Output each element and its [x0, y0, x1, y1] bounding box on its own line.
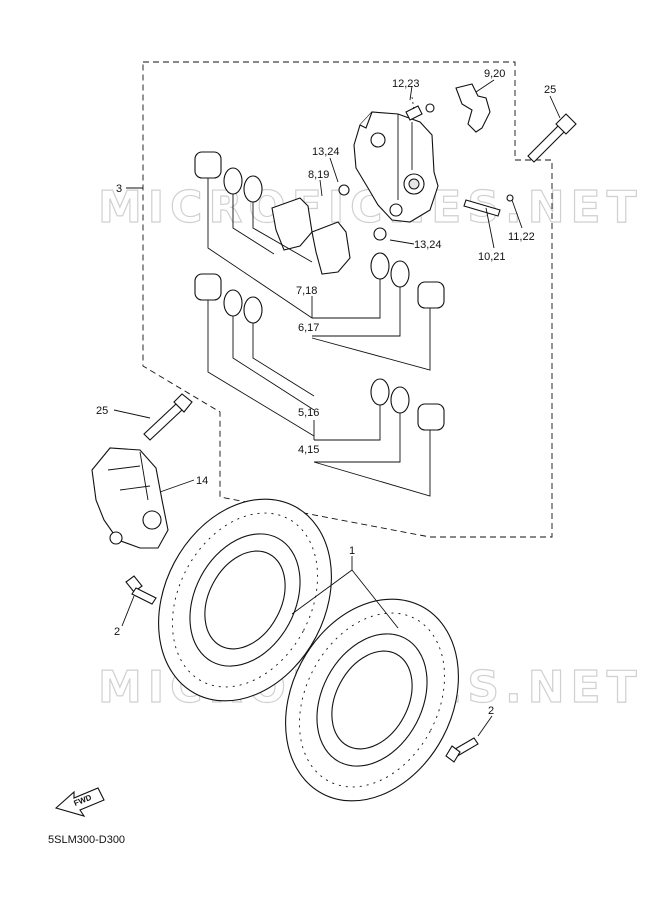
callout-5-16: 5,16 [298, 407, 319, 419]
watermark-top: MICROFICHES.NET [98, 182, 643, 233]
pin-plug-lower [373, 227, 387, 241]
callout-10-21: 10,21 [478, 251, 506, 263]
brake-disc-left [158, 498, 332, 702]
pad-pin [463, 194, 514, 217]
callout-11-22: 11,22 [508, 231, 535, 243]
disc-bolt-right [445, 737, 479, 763]
callout-3: 3 [116, 183, 122, 195]
callout-12-23: 12,23 [392, 78, 420, 90]
callouts: 9,20 12,23 25 3 13,24 8,19 11,22 13,24 1… [96, 68, 556, 717]
callout-25-left: 25 [96, 405, 108, 417]
callout-14: 14 [196, 475, 208, 487]
callout-13-24-upper: 13,24 [312, 146, 340, 158]
caliper-bolt-left [143, 393, 193, 441]
disc-bolt-left [125, 575, 157, 605]
fwd-arrow-icon: FWD [54, 787, 105, 817]
brake-pad-right [311, 221, 351, 275]
bleed-screw [405, 96, 435, 121]
piston-set-row2 [194, 273, 445, 497]
brake-disc-right [285, 598, 459, 802]
leader-lines [113, 79, 561, 737]
callout-4-15: 4,15 [298, 444, 319, 456]
callout-6-17: 6,17 [298, 322, 319, 334]
callout-13-24-lower: 13,24 [414, 239, 442, 251]
pad-spring [455, 83, 491, 133]
callout-2-left: 2 [114, 626, 120, 638]
assembly-boundary [142, 61, 553, 538]
caliper-assembled [91, 447, 169, 549]
callout-7-18: 7,18 [296, 285, 317, 297]
callout-1: 1 [349, 545, 355, 557]
callout-9-20: 9,20 [484, 68, 505, 80]
callout-8-19: 8,19 [308, 169, 329, 181]
piston-set-row1 [194, 151, 445, 371]
caliper-body-upper [353, 111, 439, 223]
callout-2-right: 2 [488, 705, 494, 717]
brake-pad-left [271, 197, 313, 251]
caliper-bolt-top [527, 113, 577, 163]
pin-plug-upper [338, 184, 350, 196]
diagram-code: 5SLM300-D300 [48, 834, 125, 846]
callout-25-top: 25 [544, 84, 556, 96]
